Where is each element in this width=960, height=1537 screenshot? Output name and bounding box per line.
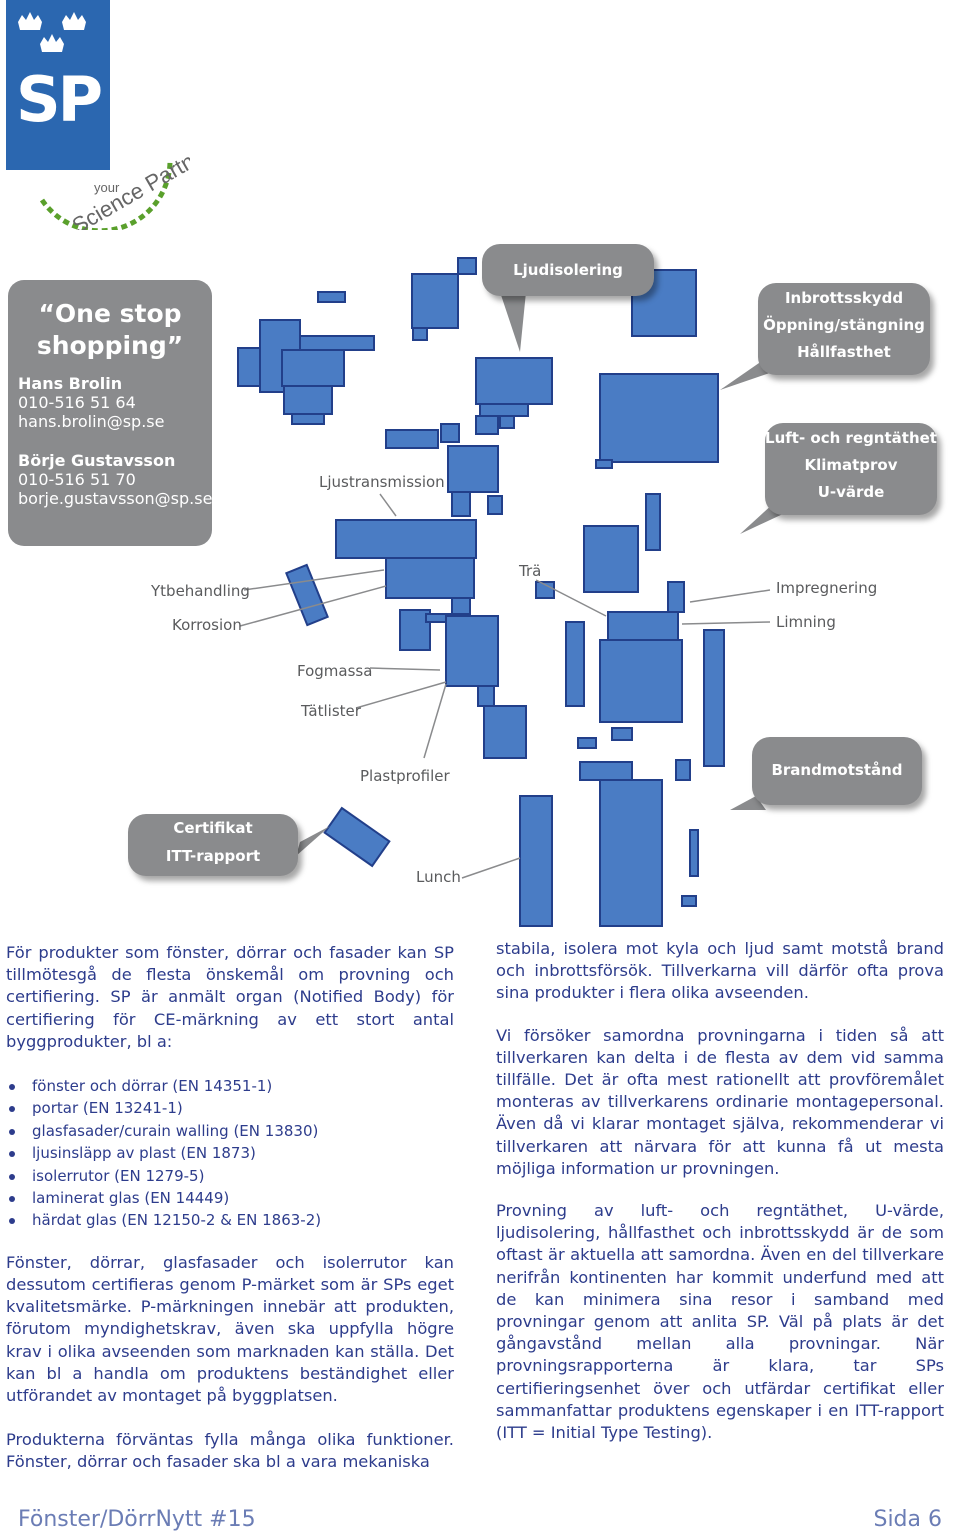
label-impregnering: Impregnering xyxy=(776,579,878,597)
list-item: ljusinsläpp av plast (EN 1873) xyxy=(6,1142,454,1164)
sp-logo xyxy=(6,0,110,170)
callout-luft-2: Klimatprov xyxy=(804,456,898,474)
list-item: portar (EN 13241-1) xyxy=(6,1097,454,1119)
left-paragraph-1: För produkter som fönster, dörrar och fa… xyxy=(6,943,454,1051)
floorplan xyxy=(237,257,800,927)
crowns-icon xyxy=(18,12,86,52)
contact-box: “One stop shopping” Hans Brolin 010-516 … xyxy=(8,280,212,546)
article-left-column: För produkter som fönster, dörrar och fa… xyxy=(6,942,454,1474)
label-limning: Limning xyxy=(776,613,836,631)
right-paragraph-1: stabila, isolera mot kyla och ljud samt … xyxy=(496,939,944,1003)
label-korrosion: Korrosion xyxy=(172,616,242,634)
label-fogmassa: Fogmassa xyxy=(297,662,373,680)
label-ytbehandling: Ytbehandling xyxy=(151,582,250,600)
right-paragraph-2: Vi försöker samordna provningarna i tide… xyxy=(496,1025,944,1178)
callout-luft-1: Luft- och regntäthet xyxy=(765,429,937,447)
callout-ljudisolering: Ljudisolering xyxy=(482,244,654,296)
person1-email[interactable]: hans.brolin@sp.se xyxy=(18,412,165,431)
logo-tagline: Science Partner xyxy=(68,138,190,230)
list-item: laminerat glas (EN 14449) xyxy=(6,1187,454,1209)
label-tatlister: Tätlister xyxy=(301,702,361,720)
callout-luft-3: U-värde xyxy=(817,483,885,501)
callout-inbrott: Inbrottsskydd Öppning/stängning Hållfast… xyxy=(758,283,930,375)
logo-your: your xyxy=(94,180,120,195)
label-tra: Trä xyxy=(519,562,542,580)
callout-certifikat: Certifikat ITT-rapport xyxy=(128,814,298,876)
person2-phone: 010-516 51 70 xyxy=(18,470,136,489)
callout-inbrott-2: Öppning/stängning xyxy=(763,316,925,334)
left-paragraph-3: Produkterna förväntas fylla många olika … xyxy=(6,1430,454,1472)
list-item: härdat glas (EN 12150-2 & EN 1863-2) xyxy=(6,1209,454,1231)
callout-luft: Luft- och regntäthet Klimatprov U-värde xyxy=(765,423,937,515)
list-item: glasfasader/curain walling (EN 13830) xyxy=(6,1120,454,1142)
person2-email[interactable]: borje.gustavsson@sp.se xyxy=(18,489,213,508)
person1-name: Hans Brolin xyxy=(18,374,123,393)
list-item: isolerrutor (EN 1279-5) xyxy=(6,1165,454,1187)
list-item: fönster och dörrar (EN 14351-1) xyxy=(6,1075,454,1097)
article-right-column: stabila, isolera mot kyla och ljud samt … xyxy=(496,938,944,1444)
callout-inbrott-1: Inbrottsskydd xyxy=(784,289,904,307)
label-ljustransmission: Ljustransmission xyxy=(319,473,445,491)
callout-cert-2: ITT-rapport xyxy=(165,847,261,865)
label-lunch: Lunch xyxy=(416,868,461,886)
right-paragraph-3: Provning av luft- och regntäthet, U-värd… xyxy=(496,1201,944,1443)
footer-page-number: Sida 6 xyxy=(873,1507,942,1532)
person1-phone: 010-516 51 64 xyxy=(18,393,136,412)
callout-cert-1: Certifikat xyxy=(173,819,253,837)
callout-brandmotstand: Brandmotstånd xyxy=(752,737,922,805)
callout-inbrott-3: Hållfasthet xyxy=(797,343,891,361)
person2-name: Börje Gustavsson xyxy=(18,451,176,470)
quote-line1: “One stop xyxy=(38,299,182,328)
footer-publication: Fönster/DörrNytt #15 xyxy=(18,1507,256,1532)
left-paragraph-2: Fönster, dörrar, glasfasader och isolerr… xyxy=(6,1252,454,1406)
cert-list: fönster och dörrar (EN 14351-1) portar (… xyxy=(6,1075,454,1232)
science-partner-logo: your Science Partner xyxy=(39,138,190,230)
quote-line2: shopping” xyxy=(36,331,184,360)
label-plastprofiler: Plastprofiler xyxy=(360,767,450,785)
logo-sp-text: SP xyxy=(15,63,103,136)
